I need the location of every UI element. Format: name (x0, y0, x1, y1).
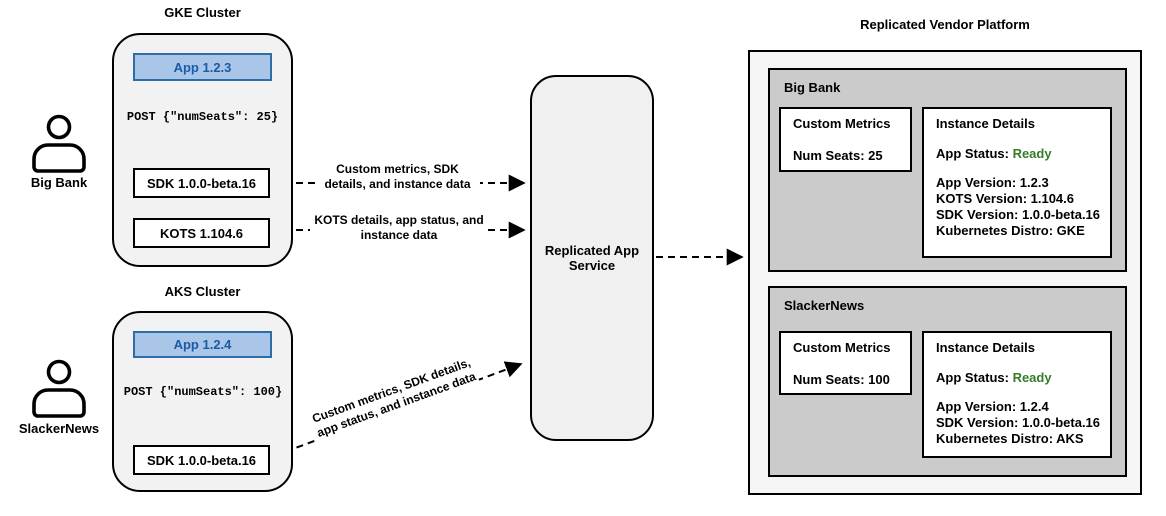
detail-line: KOTS Version: 1.104.6 (936, 191, 1075, 206)
big-bank-instance-details-box: Instance Details App Status: Ready App V… (922, 107, 1112, 258)
gke-cluster-title: GKE Cluster (164, 5, 241, 20)
instance-details-lines: App Version: 1.2.4 SDK Version: 1.0.0-be… (936, 399, 1106, 447)
custom-metrics-title: Custom Metrics (793, 340, 891, 355)
replicated-app-service-box: Replicated App Service (530, 75, 654, 441)
slackernews-custom-metrics-box: Custom Metrics Num Seats: 100 (779, 331, 912, 395)
detail-line: SDK Version: 1.0.0-beta.16 (936, 207, 1101, 222)
app-status-line: App Status: Ready (936, 370, 1106, 385)
app-status-label: App Status: (936, 146, 1013, 161)
actor-label-slackernews: SlackerNews (18, 421, 100, 436)
app-status-label: App Status: (936, 370, 1013, 385)
detail-line: Kubernetes Distro: GKE (936, 223, 1085, 238)
arrow-label-gke-sdk: Custom metrics, SDK details, and instanc… (315, 162, 480, 192)
gke-kots-box: KOTS 1.104.6 (133, 218, 270, 248)
detail-line: App Version: 1.2.3 (936, 175, 1049, 190)
aks-cluster-title: AKS Cluster (164, 284, 241, 299)
arrow-aks-sdk-to-service (273, 361, 523, 457)
aks-post-request: POST {"numSeats": 100} (123, 385, 283, 399)
num-seats-value: Num Seats: 100 (793, 372, 890, 387)
app-status-line: App Status: Ready (936, 146, 1106, 161)
replicated-app-service-title: Replicated App Service (544, 243, 640, 273)
custom-metrics-title: Custom Metrics (793, 116, 891, 131)
detail-line: App Version: 1.2.4 (936, 399, 1049, 414)
gke-post-request: POST {"numSeats": 25} (126, 110, 279, 124)
actor-label-big-bank: Big Bank (30, 175, 88, 190)
detail-line: SDK Version: 1.0.0-beta.16 (936, 415, 1101, 430)
aks-app-box: App 1.2.4 (133, 331, 272, 358)
user-icon (32, 114, 86, 173)
detail-line: Kubernetes Distro: AKS (936, 431, 1084, 446)
tenant-name: Big Bank (784, 80, 841, 95)
arrow-label-gke-kots: KOTS details, app status, and instance d… (310, 213, 488, 243)
aks-sdk-box: SDK 1.0.0-beta.16 (133, 445, 270, 475)
gke-app-box: App 1.2.3 (133, 53, 272, 81)
num-seats-value: Num Seats: 25 (793, 148, 883, 163)
tenant-name: SlackerNews (784, 298, 865, 313)
app-status-value: Ready (1012, 370, 1052, 385)
platform-title: Replicated Vendor Platform (860, 17, 1030, 32)
user-icon (32, 359, 86, 418)
instance-details-title: Instance Details (936, 116, 1035, 131)
slackernews-instance-details-box: Instance Details App Status: Ready App V… (922, 331, 1112, 458)
instance-details-lines: App Version: 1.2.3 KOTS Version: 1.104.6… (936, 175, 1106, 239)
instance-details-title: Instance Details (936, 340, 1035, 355)
app-status-value: Ready (1012, 146, 1052, 161)
big-bank-custom-metrics-box: Custom Metrics Num Seats: 25 (779, 107, 912, 172)
gke-sdk-box: SDK 1.0.0-beta.16 (133, 168, 270, 198)
